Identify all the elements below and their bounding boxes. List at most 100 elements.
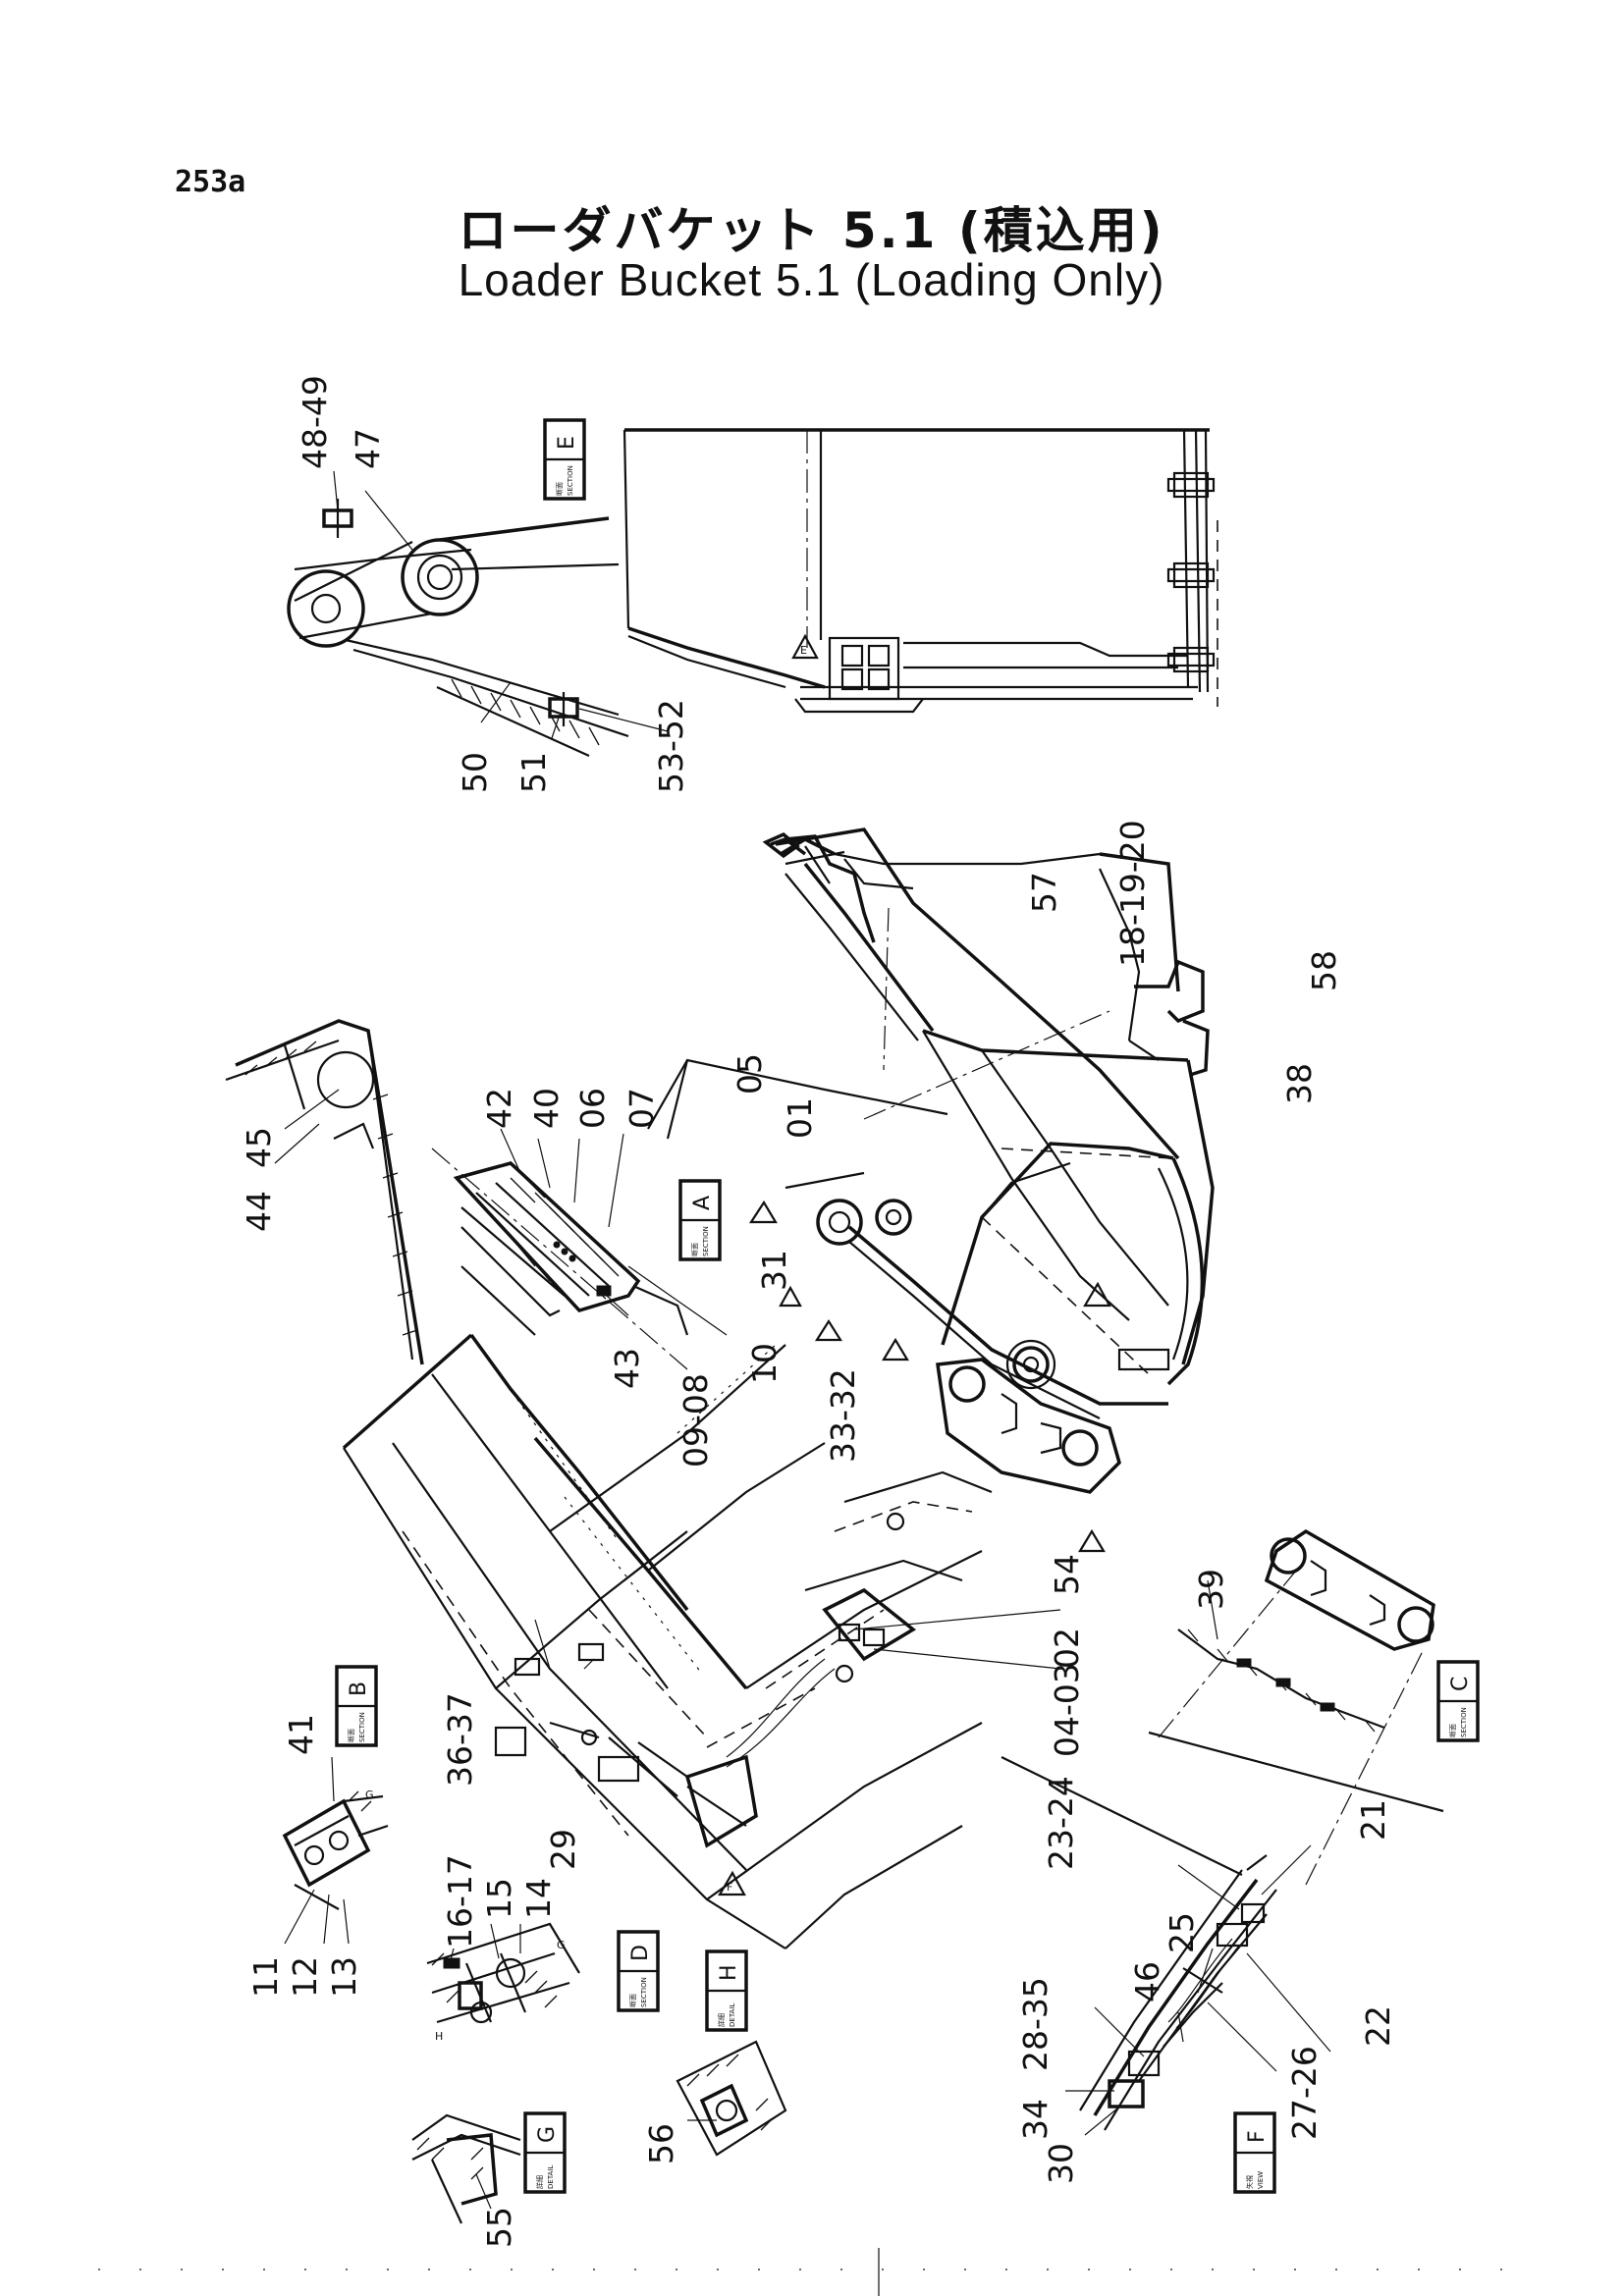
svg-text:VIEW: VIEW bbox=[1257, 2171, 1265, 2189]
part-label: 16-17 bbox=[441, 1854, 479, 1949]
part-label: 56 bbox=[642, 2123, 680, 2164]
part-label: 43 bbox=[608, 1348, 646, 1389]
part-label: 41 bbox=[282, 1714, 320, 1755]
part-label: 40 bbox=[527, 1088, 566, 1129]
part-label: 53-52 bbox=[652, 699, 690, 793]
part-label: 07 bbox=[622, 1088, 661, 1129]
detail-g bbox=[411, 2113, 521, 2224]
svg-text:詳細: 詳細 bbox=[717, 2013, 726, 2027]
svg-text:断面: 断面 bbox=[690, 1243, 699, 1256]
part-label: 11 bbox=[246, 1956, 285, 1998]
part-label: 13 bbox=[325, 1956, 363, 1998]
part-label: 46 bbox=[1128, 1961, 1166, 2002]
bucket-side-frame bbox=[647, 828, 1215, 1494]
scan-noise bbox=[98, 2248, 1532, 2296]
part-label: 01 bbox=[781, 1097, 819, 1139]
part-label: 02 bbox=[1048, 1628, 1086, 1669]
section-tag-c: 断面 SECTION C bbox=[1436, 1660, 1480, 1742]
part-label: 54 bbox=[1048, 1554, 1086, 1595]
tooth-assembly-top bbox=[1166, 471, 1216, 673]
page-number: 253a bbox=[175, 165, 246, 199]
part-label: 45 bbox=[240, 1127, 278, 1168]
svg-text:DETAIL: DETAIL bbox=[729, 2003, 736, 2027]
part-label: 05 bbox=[730, 1053, 769, 1095]
part-label: 31 bbox=[755, 1250, 793, 1291]
svg-text:矢視: 矢視 bbox=[1245, 2175, 1254, 2189]
svg-text:F: F bbox=[1245, 2130, 1270, 2143]
section-e-detail bbox=[287, 470, 669, 758]
part-label: 34 bbox=[1016, 2099, 1055, 2140]
part-label: 39 bbox=[1192, 1569, 1230, 1610]
svg-text:E: E bbox=[800, 644, 807, 657]
svg-text:H: H bbox=[435, 2030, 443, 2043]
part-label: 29 bbox=[544, 1829, 582, 1870]
part-label: 44 bbox=[240, 1191, 278, 1232]
svg-text:E: E bbox=[555, 436, 579, 450]
title-english: Loader Bucket 5.1 (Loading Only) bbox=[458, 254, 1165, 305]
part-label: 36-37 bbox=[441, 1692, 479, 1787]
svg-text:断面: 断面 bbox=[1448, 1724, 1457, 1737]
svg-text:断面: 断面 bbox=[628, 1994, 637, 2007]
part-label: 18-19-20 bbox=[1113, 820, 1152, 967]
section-b-detail: G bbox=[282, 1756, 389, 1945]
svg-text:断面: 断面 bbox=[555, 482, 564, 496]
part-label: 47 bbox=[349, 428, 387, 469]
bucket-body: F bbox=[342, 1333, 1444, 1949]
part-label: 21 bbox=[1354, 1799, 1392, 1841]
part-label: 25 bbox=[1163, 1912, 1201, 1953]
svg-text:SECTION: SECTION bbox=[567, 465, 574, 496]
part-label: 38 bbox=[1280, 1063, 1319, 1104]
part-labels: 48-49 47 50 51 53-52 57 18-19-20 58 38 4… bbox=[240, 375, 1397, 2248]
svg-text:DETAIL: DETAIL bbox=[547, 2165, 555, 2189]
svg-text:SECTION: SECTION bbox=[702, 1226, 710, 1256]
view-f-detail bbox=[1001, 1756, 1331, 2136]
part-label: 57 bbox=[1025, 872, 1063, 913]
section-tag-b: 断面 SECTION B bbox=[335, 1665, 378, 1747]
section-tag-d: 断面 SECTION D bbox=[617, 1930, 660, 2012]
svg-text:A: A bbox=[690, 1196, 715, 1210]
part-label: 51 bbox=[514, 752, 553, 793]
title-japanese: ローダバケット 5.1 (積込用) bbox=[458, 202, 1165, 259]
svg-text:C: C bbox=[1448, 1677, 1473, 1691]
svg-text:H: H bbox=[717, 1964, 741, 1981]
section-tag-e: 断面 SECTION E bbox=[543, 418, 586, 501]
svg-text:G: G bbox=[365, 1789, 374, 1801]
svg-text:G: G bbox=[557, 1939, 566, 1951]
part-label: 12 bbox=[286, 1956, 324, 1998]
svg-text:F: F bbox=[727, 1881, 732, 1894]
svg-text:詳細: 詳細 bbox=[535, 2175, 544, 2189]
part-label: 15 bbox=[480, 1878, 518, 1919]
svg-text:G: G bbox=[535, 2126, 560, 2143]
section-tag-f: 矢視 VIEW F bbox=[1233, 2111, 1276, 2194]
part-label: 22 bbox=[1359, 2005, 1397, 2047]
part-label: 42 bbox=[480, 1088, 518, 1129]
part-label: 58 bbox=[1305, 950, 1343, 991]
svg-text:SECTION: SECTION bbox=[640, 1977, 648, 2007]
part-label: 55 bbox=[480, 2207, 518, 2248]
svg-text:SECTION: SECTION bbox=[1460, 1707, 1468, 1737]
part-label: 23-24 bbox=[1042, 1776, 1080, 1870]
part-label: 14 bbox=[519, 1878, 558, 1919]
section-a-detail bbox=[225, 1019, 728, 1370]
part-label: 10 bbox=[745, 1343, 784, 1384]
part-label: 09-08 bbox=[676, 1373, 715, 1468]
section-d-detail: G H bbox=[426, 1922, 580, 2043]
section-tag-a: 断面 SECTION A bbox=[678, 1179, 722, 1261]
part-label: 27-26 bbox=[1285, 2046, 1324, 2140]
svg-text:B: B bbox=[347, 1682, 371, 1696]
part-label: 04-03 bbox=[1048, 1663, 1086, 1757]
svg-text:SECTION: SECTION bbox=[358, 1712, 366, 1742]
svg-text:断面: 断面 bbox=[347, 1729, 355, 1742]
part-label: 33-32 bbox=[824, 1368, 862, 1463]
part-label: 28-35 bbox=[1016, 1977, 1055, 2071]
part-label: 50 bbox=[456, 752, 494, 793]
section-tag-g: 詳細 DETAIL G bbox=[523, 2111, 567, 2194]
detail-h bbox=[676, 2040, 787, 2157]
section-tag-h: 詳細 DETAIL H bbox=[705, 1949, 748, 2032]
svg-text:D: D bbox=[628, 1945, 653, 1961]
part-label: 30 bbox=[1042, 2143, 1080, 2184]
part-label: 06 bbox=[573, 1088, 612, 1129]
section-e-view: E bbox=[287, 428, 1218, 758]
part-label: 48-49 bbox=[296, 375, 334, 469]
